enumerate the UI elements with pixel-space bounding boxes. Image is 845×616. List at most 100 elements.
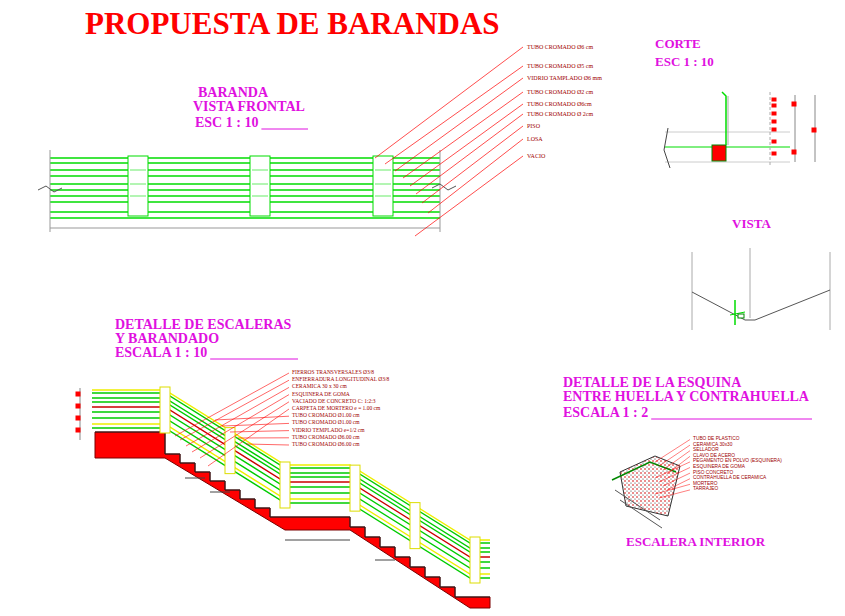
- drawing-line: [92, 412, 490, 562]
- callout-label: CONTRAHUELLA DE CERAMICA: [693, 476, 766, 481]
- callout-label: TUBO CROMADO Ø2 cm: [527, 89, 593, 95]
- corner-section: [620, 456, 680, 516]
- callout-label: TUBO CROMADO Ø6.00 cm: [292, 435, 360, 441]
- drawing-line: [95, 432, 490, 597]
- callout-label: ESQUINERA DE GOMA: [693, 465, 745, 470]
- drawing-rect: [280, 462, 290, 508]
- drawing-line: [200, 402, 289, 458]
- drawing-line: [667, 456, 690, 474]
- drawing-line: [410, 104, 523, 186]
- callout-label: VACIO: [527, 153, 545, 159]
- drawing-line: [252, 170, 268, 171]
- drawing-rect: [772, 128, 776, 131]
- drawing-rect: [772, 104, 776, 107]
- drawing-line: [375, 560, 395, 561]
- drawing-rect: [712, 145, 726, 161]
- drawing-line: [92, 398, 490, 548]
- drawing-line: [92, 393, 490, 543]
- drawing-line: [130, 196, 146, 197]
- drawing-line: [246, 444, 289, 445]
- sheet-title: PROPUESTA DE BARANDAS: [85, 8, 500, 39]
- drawing-line: [415, 156, 523, 236]
- drawing-line: [659, 468, 690, 483]
- drawing-line: [750, 248, 751, 318]
- drawing-line: [659, 490, 690, 498]
- drawing-line: [422, 126, 523, 203]
- drawing-line: [663, 451, 690, 470]
- drawing-line: [252, 184, 268, 185]
- drawing-rect: [772, 120, 776, 123]
- drawing-line: [238, 437, 289, 438]
- callout-label: CLAVO DE ACERO: [693, 454, 735, 459]
- callout-label: SELLADOR: [693, 448, 719, 453]
- drawing-line: [375, 196, 391, 197]
- drawing-rect: [812, 128, 816, 132]
- section-heading: DETALLE DE ESCALERAS: [115, 318, 291, 332]
- drawing-line: [230, 431, 289, 432]
- drawing-line: [208, 409, 289, 466]
- drawing-line: [186, 387, 289, 446]
- callout-label: LOSA: [527, 136, 543, 142]
- drawing-rect: [410, 503, 420, 549]
- drawing-line: [395, 78, 523, 171]
- callout-label: ESQUINERA DE GOMA: [292, 392, 350, 398]
- section-heading: VISTA: [732, 217, 771, 230]
- callout-label: TUBO CROMADO Ø6cm: [527, 101, 592, 107]
- callout-label: TUBO CROMADO Ø6 cm: [527, 44, 593, 50]
- drawing-line: [432, 184, 456, 190]
- callout-label: TUBO CROMADO Ø1.00 cm: [292, 420, 360, 426]
- drawing-rect: [792, 102, 796, 106]
- section-heading: ESCALERA INTERIOR: [626, 535, 765, 548]
- drawing-rect: [772, 140, 776, 143]
- section-heading: BARANDA: [198, 86, 268, 100]
- stair-slab: [95, 432, 490, 608]
- callout-label: MORTERO: [693, 482, 717, 487]
- drawing-rect: [350, 465, 360, 511]
- section-heading: ESC 1 : 10: [195, 116, 258, 130]
- drawing-rect: [772, 112, 776, 115]
- drawing-line: [375, 184, 391, 185]
- callout-label: TUBO CROMADO Ø 2cm: [527, 111, 593, 117]
- drawing-line: [222, 423, 289, 426]
- section-heading: ESC 1 : 10: [655, 55, 714, 68]
- drawing-line: [92, 407, 490, 557]
- callout-label: ENFIERRADURA LONGITUDINAL Ø3/8: [292, 377, 389, 383]
- drawing-line: [92, 418, 490, 568]
- callout-label: CARPETA DE MORTERO e = 1.00 cm: [292, 406, 380, 412]
- drawing-line: [651, 419, 812, 420]
- drawing-line: [130, 184, 146, 185]
- callout-label: TUBO CROMADO Ø5 cm: [527, 63, 593, 69]
- drawing-line: [50, 150, 51, 232]
- callout-label: VACIADO DE CONCRETO C: 1:2:3: [292, 399, 376, 405]
- drawing-line: [428, 139, 523, 213]
- drawing-line: [830, 252, 831, 330]
- callout-label: PEGAMENTO EN POLVO (ESQUINERA): [693, 459, 782, 464]
- drawing-line: [655, 484, 690, 494]
- drawing-line: [92, 424, 490, 574]
- section-heading: ESCALA 1 : 10: [115, 346, 207, 360]
- drawing-line: [770, 92, 771, 165]
- drawing-line: [375, 170, 391, 171]
- drawing-line: [692, 292, 745, 320]
- drawing-line: [210, 492, 230, 493]
- drawing-rect: [76, 404, 80, 408]
- drawing-line: [92, 428, 490, 578]
- callout-label: VIDRIO TAMPLADO Ø6 mm: [527, 75, 602, 81]
- drawing-rect: [772, 98, 776, 101]
- drawing-line: [403, 92, 523, 178]
- drawing-line: [659, 445, 690, 466]
- section-heading: VISTA FRONTAL: [193, 100, 305, 114]
- callout-label: VIDRIO TEMPLADO e=1/2 cm: [292, 428, 365, 434]
- drawing-line: [375, 47, 523, 158]
- drawing-rect: [76, 416, 80, 420]
- drawing-line: [663, 473, 690, 486]
- drawing-rect: [792, 150, 796, 154]
- drawing-rect: [772, 152, 776, 155]
- drawing-line: [185, 478, 205, 479]
- callout-label: TUBO DE PLASTICO: [693, 437, 739, 442]
- drawing-line: [50, 228, 440, 229]
- drawing-line: [755, 290, 830, 320]
- drawing-line: [261, 129, 308, 130]
